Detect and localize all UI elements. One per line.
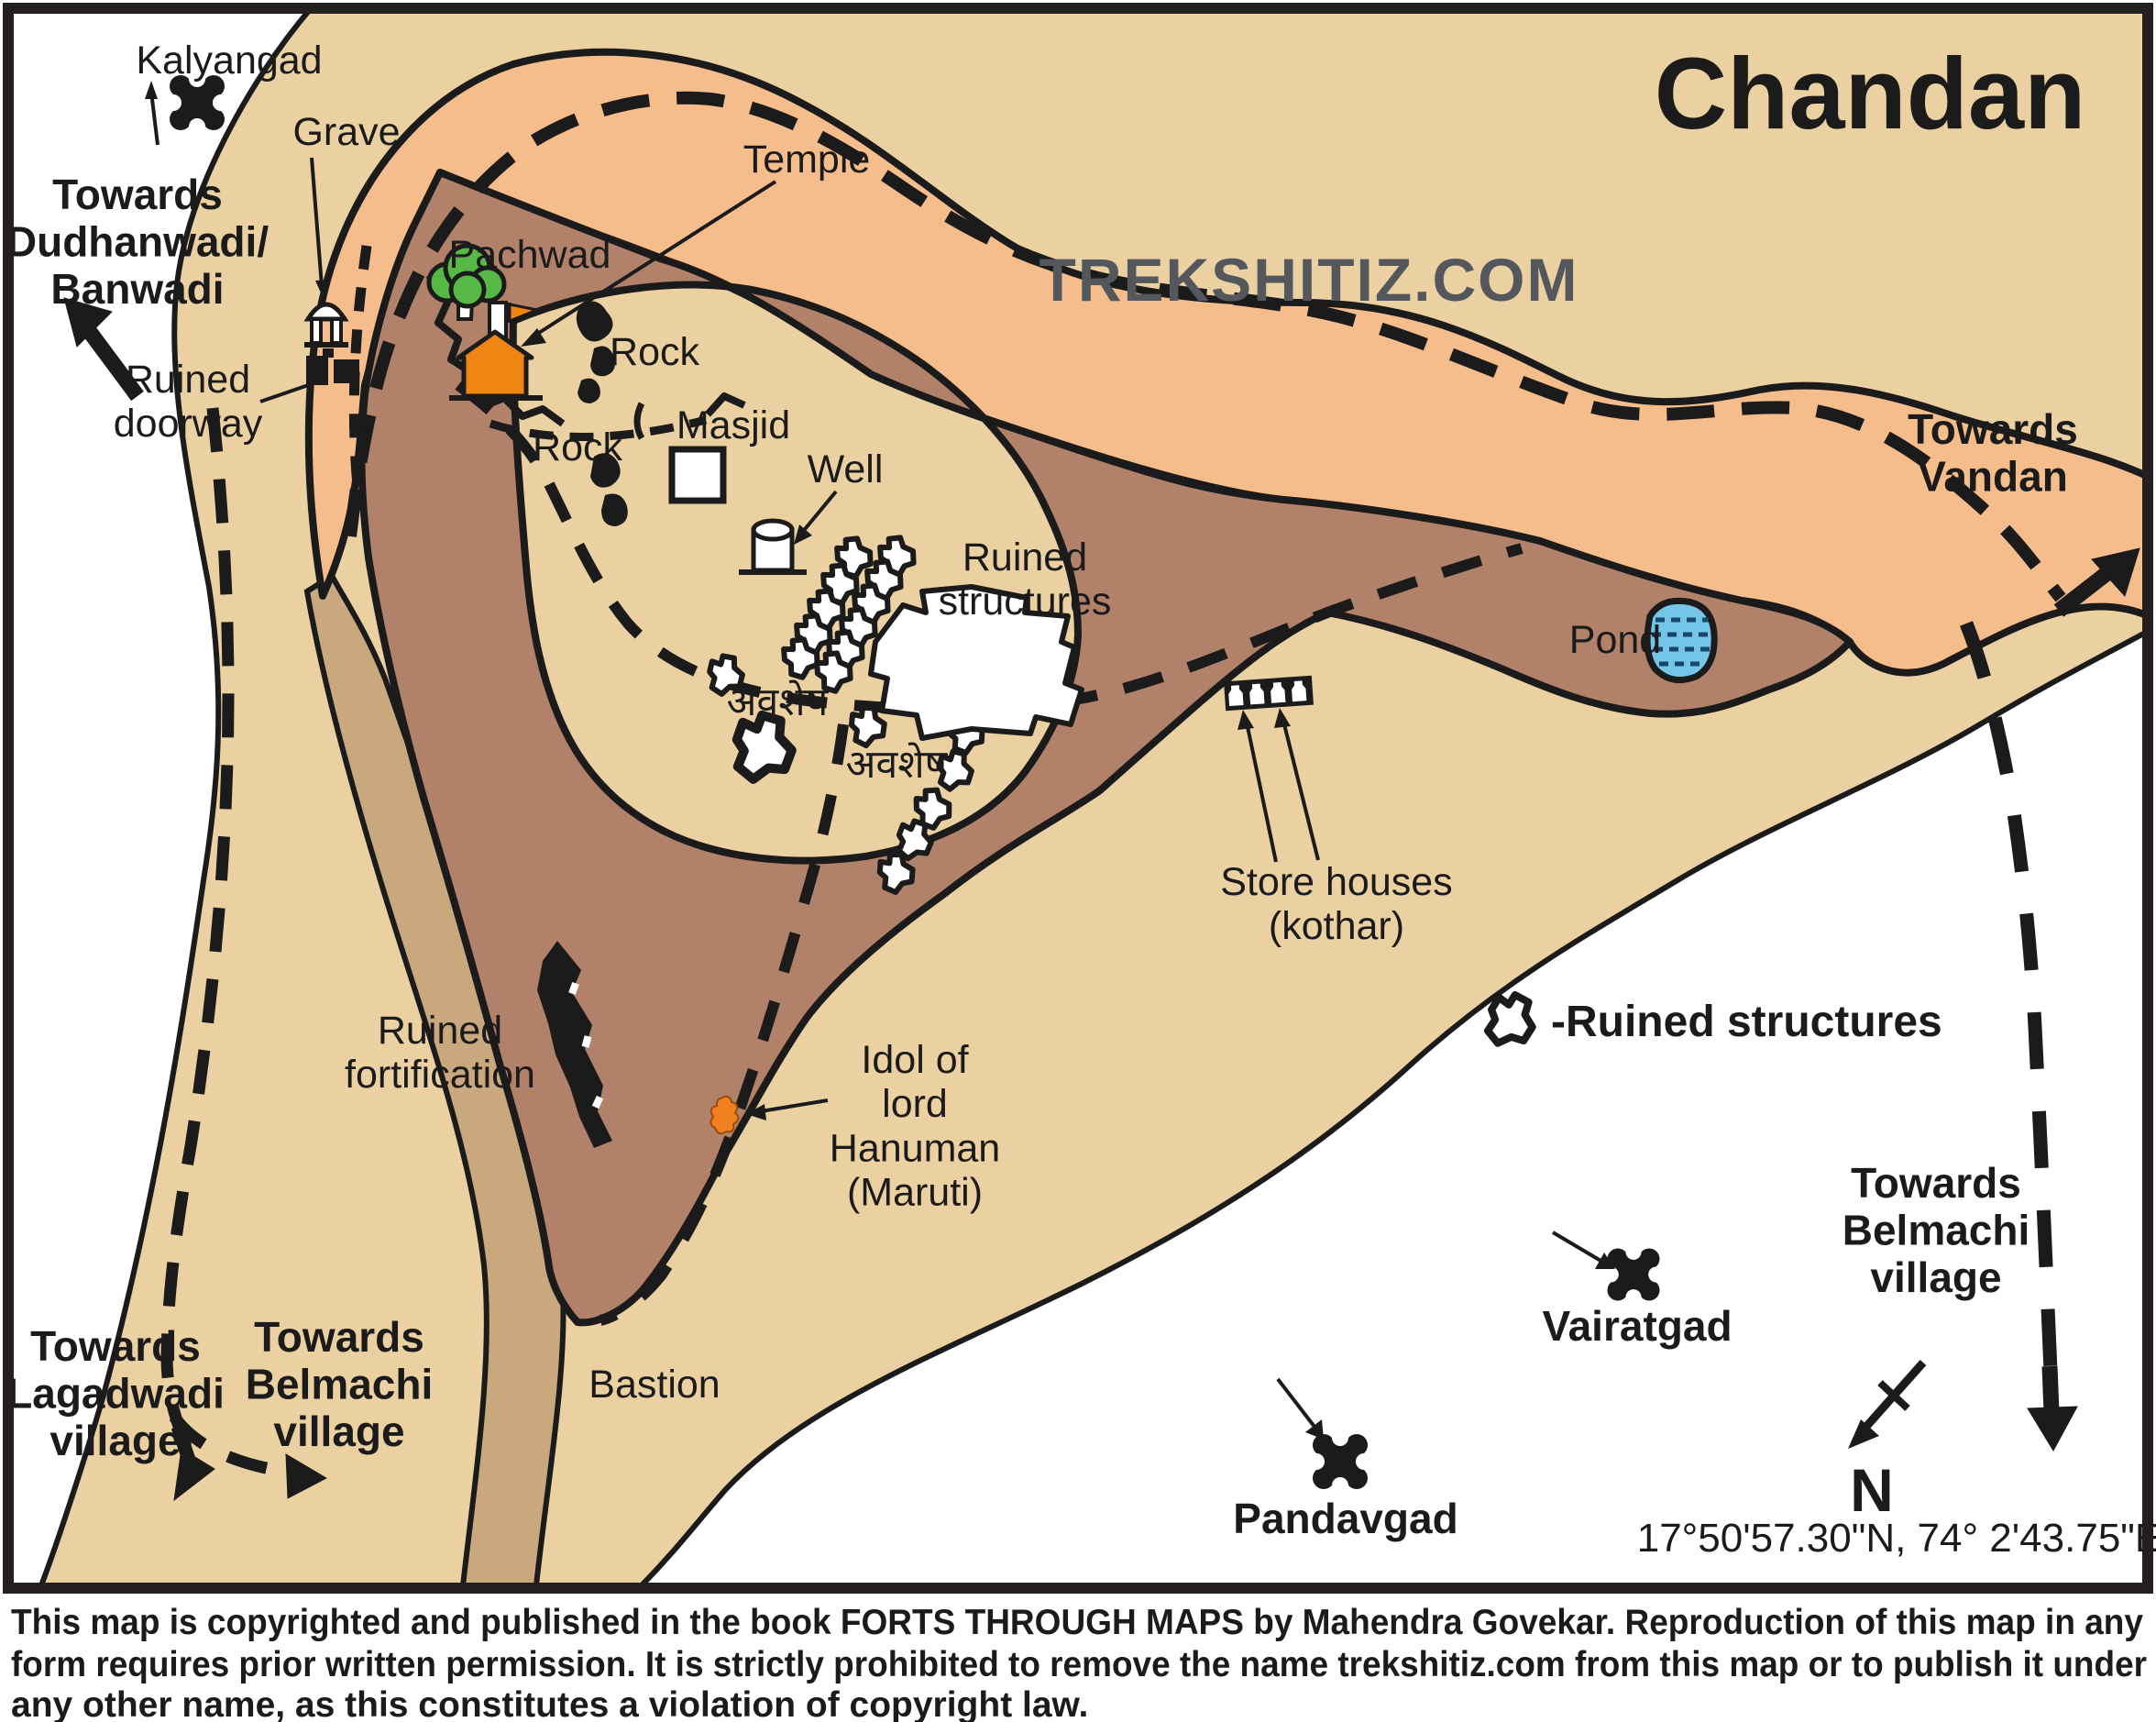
pandavgad-fort-icon: [1308, 1429, 1372, 1494]
label-pachwad: Pachwad: [449, 233, 611, 277]
legend-ruin-icon: [1488, 995, 1533, 1043]
temple-icon: [449, 301, 543, 401]
arrow-lagadwadi-head: [173, 1448, 215, 1502]
label-kalyangad: Kalyangad: [136, 39, 322, 83]
map-icons: N: [145, 71, 1927, 1524]
well-arrow-head: [794, 524, 812, 545]
store-houses-arrow-2: [1245, 722, 1278, 863]
arrow-vandan-head: [2091, 547, 2140, 597]
compass-north-label: N: [1850, 1456, 1894, 1524]
routes: [160, 91, 2066, 1479]
kalyangad-arrow-head: [145, 81, 158, 99]
label-temple: Temple: [743, 138, 871, 182]
arrow-east-down-shaft: [2041, 1365, 2060, 1413]
grave-icon: [303, 281, 349, 348]
coast-edge-west: [38, 6, 314, 1587]
ruin-large-structure: [868, 584, 1084, 741]
label-grave: Grave: [292, 110, 400, 154]
rock-upper-icon: [576, 301, 615, 403]
coast-edge-southeast: [639, 628, 2150, 1588]
map-border: [3, 3, 2153, 1594]
idol-arrow: [760, 1098, 829, 1113]
grave-arrow: [310, 157, 324, 287]
pond-icon: [1644, 597, 1718, 684]
vairatgad-fort-icon: [1602, 1243, 1665, 1306]
ruin-area-dashes: [489, 415, 708, 441]
compass-crossbar: [1877, 1380, 1910, 1411]
legend-ruined-structures: -Ruined structures: [1551, 998, 1942, 1046]
route-south-branch: [599, 723, 849, 1326]
coordinates-text: 17°50'57.30"N, 74° 2'43.75"E: [1637, 1516, 2156, 1561]
tree-icon: [426, 243, 507, 321]
arrow-east-down-head: [2027, 1406, 2078, 1452]
well-icon: [739, 518, 807, 575]
pandavgad-arrow: [1276, 1377, 1316, 1429]
terrain: [38, 6, 2152, 1588]
vairatgad-arrow-head: [1595, 1253, 1615, 1269]
label-well: Well: [808, 447, 884, 491]
map-labels: Chandan TREKSHITIZ.COM Kalyangad Grave T…: [6, 38, 2156, 1561]
direction-arrows: [63, 297, 2140, 1502]
arrow-dudhanwadi-shaft: [83, 326, 144, 402]
label-rock-lower: Rock: [533, 425, 622, 469]
map-title: Chandan: [1655, 38, 2086, 150]
store-houses-arrow-2-head: [1238, 710, 1254, 730]
route-interior: [455, 381, 1524, 714]
ruined-fortification-specks: [568, 981, 604, 1109]
store-houses-icon: [1224, 675, 1314, 712]
copyright-line-3: any other name, as this constitutes a vi…: [11, 1685, 1088, 1722]
copyright-line-2: form requires prior written permission. …: [11, 1645, 2147, 1684]
rock-crack-mark: [633, 402, 645, 440]
compass: N: [1848, 1360, 1927, 1524]
rock-lower-icon: [590, 453, 628, 526]
route-west: [160, 407, 235, 1470]
pandavgad-arrow-head: [1305, 1419, 1324, 1440]
label-pandavgad: Pandavgad: [1233, 1495, 1458, 1542]
ruined-doorway-icon: [306, 348, 359, 385]
label-avashesh-2: अवशेष: [846, 742, 949, 787]
copyright-block: This map is copyrighted and published in…: [11, 1603, 2147, 1722]
label-vairatgad: Vairatgad: [1542, 1302, 1732, 1350]
label-pond: Pond: [1569, 618, 1661, 662]
copyright-line-1: This map is copyrighted and published in…: [11, 1603, 2143, 1642]
store-houses-arrow-1: [1282, 720, 1320, 861]
hanuman-idol-icon: [710, 1095, 740, 1135]
plateau-brown: [358, 169, 1854, 1327]
route-east-down: [1960, 621, 2058, 1372]
label-masjid: Masjid: [676, 403, 790, 447]
compass-arrow-head: [1848, 1419, 1879, 1449]
idol-arrow-head: [746, 1104, 766, 1120]
label-avashesh-1: अवशेष: [727, 679, 830, 724]
arrow-vandan-shaft: [2053, 566, 2114, 617]
masjid-icon: [668, 446, 727, 504]
temple-arrow-head: [521, 328, 546, 347]
kalyangad-arrow: [149, 91, 160, 146]
well-arrow: [799, 490, 838, 535]
route-band: [344, 91, 2066, 602]
ruined-fortification-marks: [537, 941, 612, 1148]
label-store-houses: Store houses(kothar): [1220, 860, 1452, 948]
temple-arrow: [530, 180, 777, 339]
vairatgad-arrow: [1551, 1231, 1604, 1264]
label-bastion: Bastion: [588, 1363, 720, 1407]
watermark: TREKSHITIZ.COM: [1040, 246, 1579, 314]
arrow-belmachi-head: [285, 1453, 328, 1499]
label-rock-upper: Rock: [610, 330, 699, 374]
arrow-dudhanwadi-head: [63, 297, 113, 348]
store-houses-arrow-1-head: [1274, 708, 1291, 728]
